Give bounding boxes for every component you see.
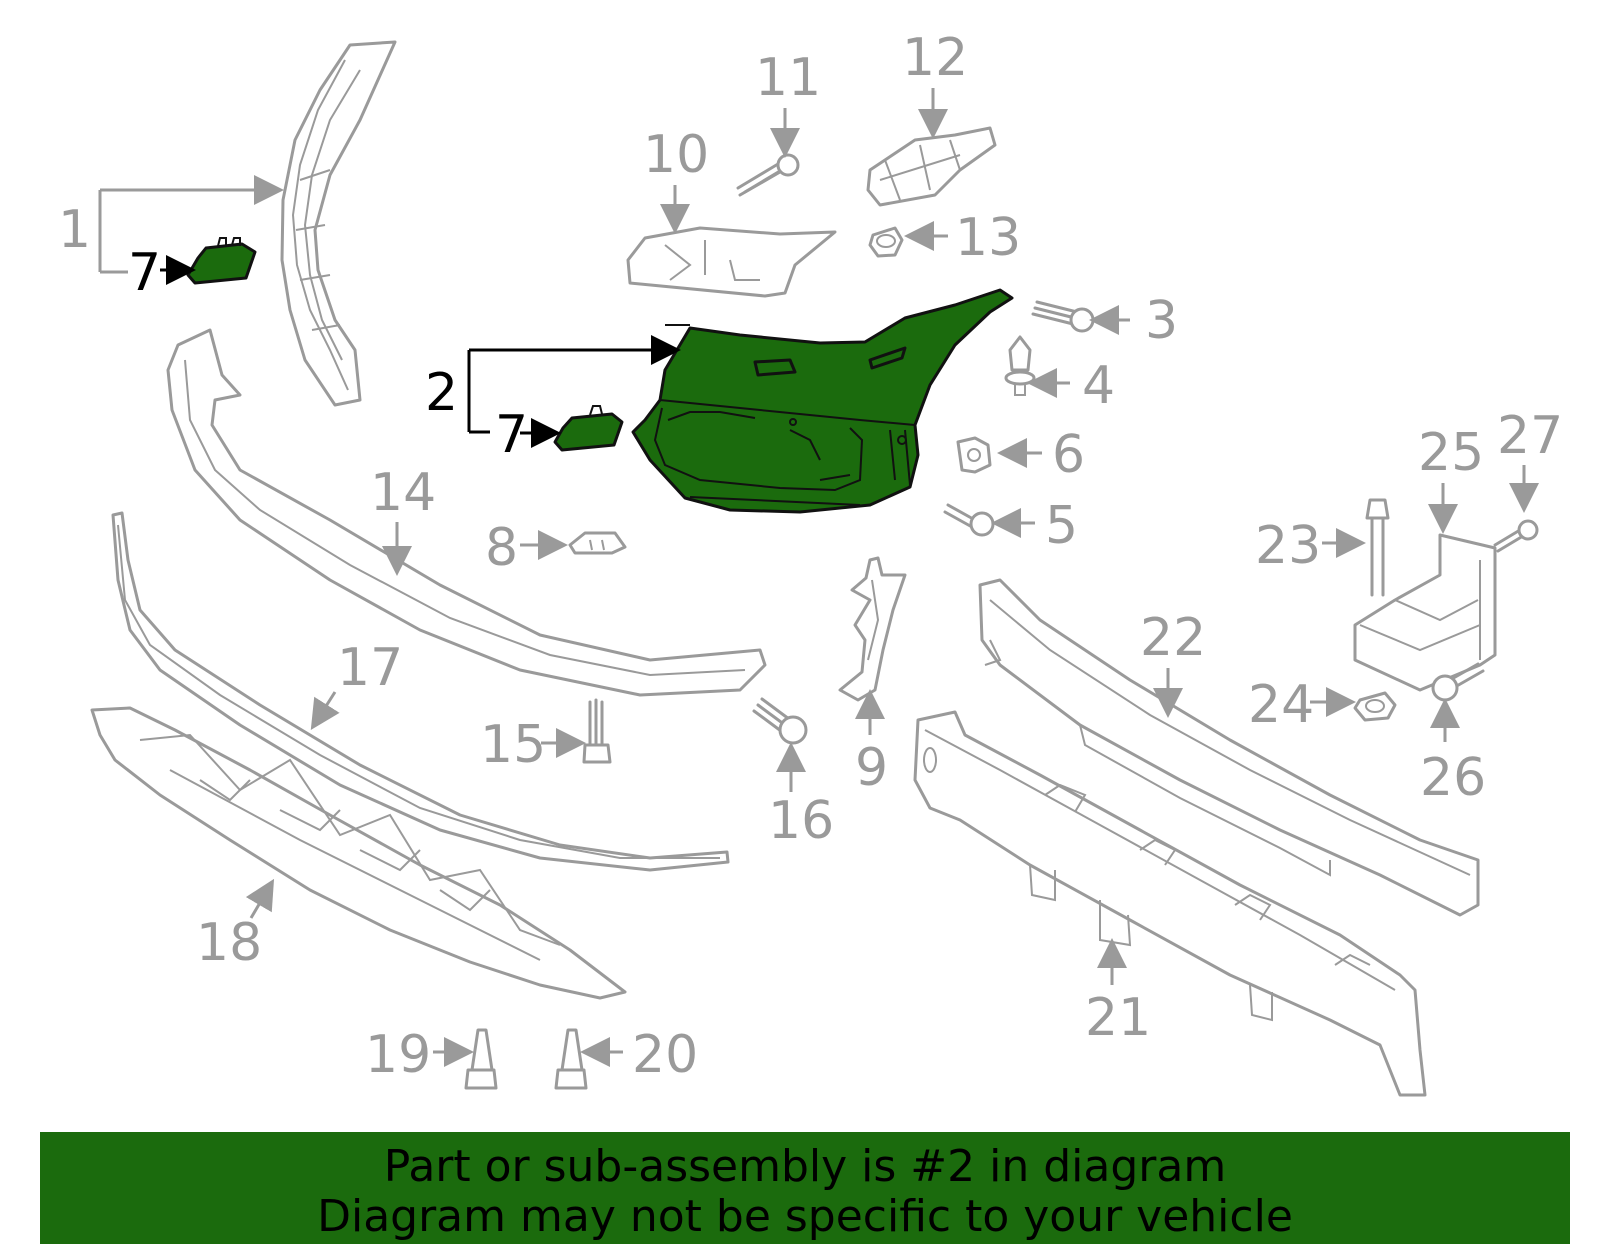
callout-1: 1 <box>58 200 91 260</box>
callout-4: 4 <box>1082 356 1115 416</box>
callout-19: 19 <box>365 1025 431 1085</box>
callout-20: 20 <box>632 1025 698 1085</box>
part-15-bolt[interactable] <box>582 698 612 764</box>
callout-21: 21 <box>1085 988 1151 1048</box>
callout-26: 26 <box>1420 748 1486 808</box>
part-8-bracket[interactable] <box>568 531 627 555</box>
callout-17: 17 <box>337 638 403 698</box>
callout-24: 24 <box>1248 675 1314 735</box>
part-7b-cover[interactable] <box>553 405 624 452</box>
callout-5: 5 <box>1045 496 1078 556</box>
callout-25: 25 <box>1418 423 1484 483</box>
banner-line-2: Diagram may not be specific to your vehi… <box>317 1191 1293 1242</box>
leader-lines <box>98 88 1539 1067</box>
callout-23: 23 <box>1255 516 1321 576</box>
callout-7b: 7 <box>495 405 528 465</box>
part-12-bracket[interactable] <box>866 126 997 207</box>
part-14-trim-strip[interactable] <box>166 328 767 697</box>
part-4-clip[interactable] <box>1004 335 1036 396</box>
part-17-trim-strip[interactable] <box>111 511 730 872</box>
callout-6: 6 <box>1052 425 1085 485</box>
part-24-nut[interactable] <box>1353 691 1397 722</box>
part-21-impact-bar[interactable] <box>913 710 1427 1097</box>
part-2-bumper-cover[interactable] <box>631 288 1014 514</box>
callout-16: 16 <box>768 791 834 851</box>
part-5-screw[interactable] <box>943 503 995 537</box>
part-10-bracket[interactable] <box>626 226 837 298</box>
part-11-bolt[interactable] <box>736 153 800 197</box>
callout-13: 13 <box>955 208 1021 268</box>
callout-11: 11 <box>755 48 821 108</box>
callout-27: 27 <box>1497 406 1563 466</box>
part-22-absorber[interactable] <box>978 578 1480 917</box>
part-23-bolt[interactable] <box>1365 498 1390 597</box>
part-18-lower-grille[interactable] <box>90 706 627 1000</box>
callout-7a: 7 <box>128 243 161 303</box>
part-3-bolt[interactable] <box>1031 300 1095 333</box>
part-16-bolt[interactable] <box>752 697 808 745</box>
callout-12: 12 <box>902 28 968 88</box>
part-7a-cover[interactable] <box>186 237 257 285</box>
part-25-bracket[interactable] <box>1353 533 1497 692</box>
part-27-bolt[interactable] <box>1493 519 1539 553</box>
part-26-bolt[interactable] <box>1431 662 1485 702</box>
banner-line-1: Part or sub-assembly is #2 in diagram <box>383 1141 1227 1192</box>
callout-18: 18 <box>196 913 262 973</box>
part-6-clip[interactable] <box>956 436 992 474</box>
part-9-bracket[interactable] <box>838 556 907 702</box>
callout-8: 8 <box>485 518 518 578</box>
callout-10: 10 <box>643 125 709 185</box>
callout-15: 15 <box>480 715 546 775</box>
callout-labels: 1 7 2 7 10 11 12 13 3 4 6 5 8 14 9 17 15… <box>58 28 1563 1085</box>
part-20-bolt[interactable] <box>554 1028 588 1090</box>
callout-22: 22 <box>1140 608 1206 668</box>
callout-2: 2 <box>425 363 458 423</box>
part-1-vertical-trim[interactable] <box>280 40 397 407</box>
callout-14: 14 <box>370 463 436 523</box>
part-19-bolt[interactable] <box>464 1028 498 1090</box>
info-banner: Part or sub-assembly is #2 in diagram Di… <box>40 1132 1570 1244</box>
part-13-nut[interactable] <box>868 226 904 258</box>
callout-9: 9 <box>855 738 888 798</box>
callout-3: 3 <box>1145 291 1178 351</box>
